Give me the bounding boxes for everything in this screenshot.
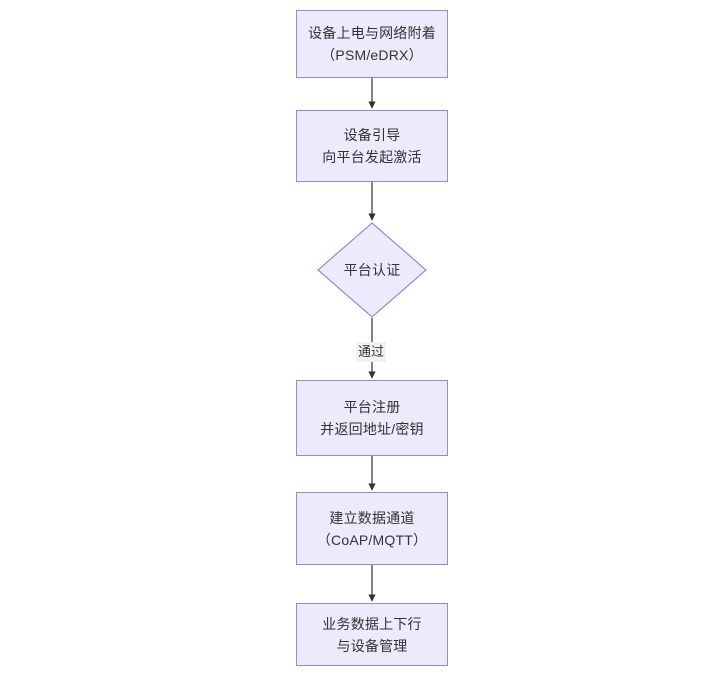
node-platform-registration[interactable]: 平台注册 并返回地址/密钥 [296,380,448,456]
node-label-line: （CoAP/MQTT） [316,531,428,548]
node-label-line: 业务数据上下行 [322,615,422,632]
node-business-data-and-device-management[interactable]: 业务数据上下行 与设备管理 [296,603,448,666]
node-label-line: 向平台发起激活 [322,149,422,165]
node-label-line: （PSM/eDRX） [321,47,423,63]
node-establish-data-channel[interactable]: 建立数据通道 （CoAP/MQTT） [296,492,448,565]
node-platform-authentication[interactable]: 平台认证 [317,222,427,318]
node-label-line: 建立数据通道 [329,509,415,526]
node-label-line: 并返回地址/密钥 [320,421,424,437]
edge-label-pass: 通过 [356,342,387,362]
node-label-line: 平台认证 [343,262,401,278]
diamond-shape [317,222,427,318]
node-label-line: 设备引导 [343,127,401,143]
node-label-line: 平台注册 [343,399,401,415]
node-device-power-on[interactable]: 设备上电与网络附着 （PSM/eDRX） [296,10,448,78]
node-device-bootstrap[interactable]: 设备引导 向平台发起激活 [296,110,448,182]
node-label-line: 设备上电与网络附着 [308,25,436,41]
node-label-line: 与设备管理 [336,637,408,654]
